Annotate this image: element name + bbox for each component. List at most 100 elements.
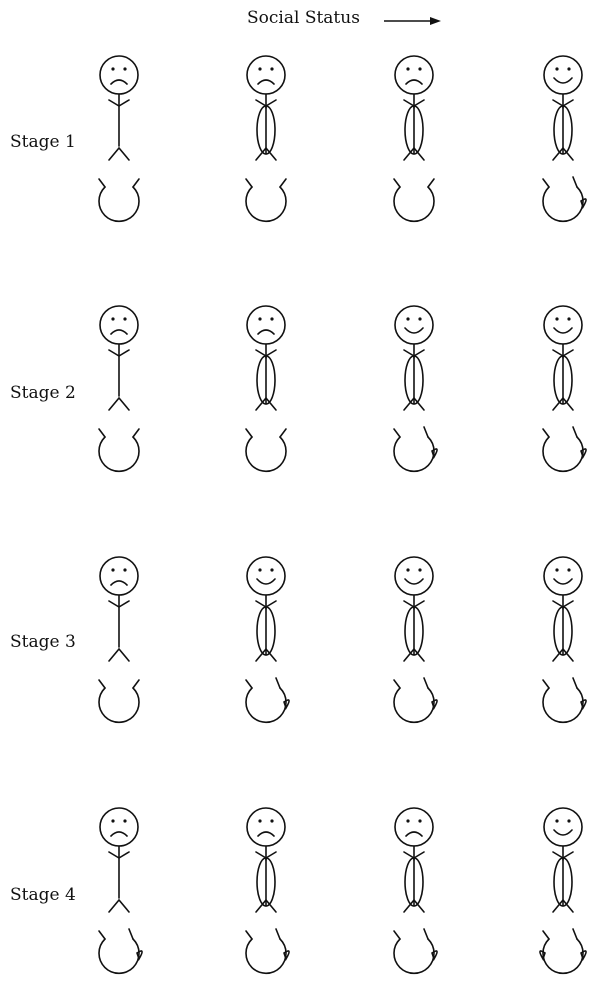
stick-figure [246,557,289,722]
eye [111,819,114,822]
frown-mouth [406,80,422,84]
stick-figure [394,306,437,471]
head [544,557,582,595]
smile-mouth [554,78,572,83]
pot-rim [246,429,252,437]
frown-mouth [111,581,127,585]
stick-figure [99,808,142,973]
head [544,56,582,94]
eye [567,819,570,822]
eye [555,568,558,571]
eye [111,67,114,70]
stick-figure [543,306,586,471]
pot-body [394,437,434,471]
frown-mouth [111,330,127,334]
eye [418,568,421,571]
pot-rim [129,929,133,939]
eye [123,568,126,571]
eye [258,317,261,320]
pot-rim [246,931,252,939]
pot-rim [573,427,577,437]
eye [406,67,409,70]
legs [109,148,129,160]
social-status-axis-label: Social Status [247,8,360,28]
eye [567,67,570,70]
eye [567,568,570,571]
stick-figure [543,557,586,722]
eye [123,67,126,70]
eye [555,819,558,822]
frown-mouth [111,832,127,836]
pot-body [394,688,434,722]
pot-body [246,939,286,973]
head [395,808,433,846]
pot-body [246,187,286,221]
eye [418,317,421,320]
head [395,306,433,344]
pot-rim [394,931,400,939]
stick-figure [99,56,139,221]
pot-rim [133,429,139,437]
head [247,808,285,846]
eye [555,317,558,320]
pot-rim [99,680,105,688]
pot-rim [133,179,139,187]
stick-figure [394,56,434,221]
eye [123,317,126,320]
pot-body [99,187,139,221]
legs [109,649,129,661]
eye [406,317,409,320]
eye [258,819,261,822]
stage-label-1: Stage 1 [10,132,76,152]
arrow-head [430,17,441,25]
eye [567,317,570,320]
head [247,306,285,344]
eye [270,568,273,571]
stick-figure [99,557,139,722]
stick-figure [394,808,437,973]
stick-figure [246,56,286,221]
pot-rim [424,678,428,688]
eye [418,67,421,70]
pot-body [394,187,434,221]
pot-body [246,688,286,722]
smile-mouth [554,328,572,333]
pot-body [99,437,139,471]
head [395,56,433,94]
stage-label-4: Stage 4 [10,885,76,905]
stick-figure [246,808,289,973]
eye [123,819,126,822]
head [395,557,433,595]
frown-mouth [111,80,127,84]
eye [258,568,261,571]
pot-body [394,939,434,973]
pot-rim [428,179,434,187]
pot-rim [133,680,139,688]
pot-rim [246,179,252,187]
pot-rim [276,929,280,939]
frown-mouth [406,832,422,836]
eye [555,67,558,70]
eye [406,568,409,571]
eye [270,317,273,320]
head [247,557,285,595]
eye [418,819,421,822]
legs [109,398,129,410]
pot-rim [394,179,400,187]
pot-rim [573,177,577,187]
pot-body [99,688,139,722]
pot-rim [99,931,105,939]
pot-rim [394,680,400,688]
legs [109,900,129,912]
pot-rim [99,429,105,437]
pot-body [543,688,583,722]
pot-rim [543,179,549,187]
pot-rim [573,929,577,939]
frown-mouth [258,832,274,836]
pot-body [543,187,583,221]
pot-body [543,437,583,471]
smile-mouth [257,579,275,584]
stick-figure [543,56,586,221]
stage-label-3: Stage 3 [10,632,76,652]
